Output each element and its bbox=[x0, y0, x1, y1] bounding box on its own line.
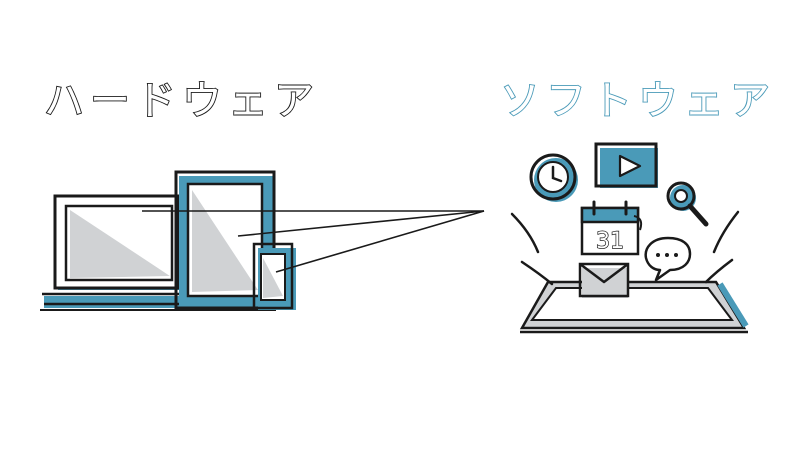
hardware-label: ハードウェア bbox=[43, 77, 320, 125]
clock-icon bbox=[529, 153, 578, 202]
mail-icon bbox=[578, 262, 630, 298]
chat-bubble-icon bbox=[644, 236, 692, 282]
calendar-day: 31 bbox=[596, 229, 624, 254]
software-label: ソフトウェア bbox=[499, 77, 776, 125]
smartphone-icon bbox=[252, 242, 296, 310]
search-icon bbox=[666, 181, 709, 227]
device-screen-icon bbox=[519, 280, 749, 334]
video-play-icon bbox=[594, 142, 658, 188]
calendar-icon: 31 bbox=[580, 200, 643, 256]
burst-lines bbox=[510, 210, 740, 286]
connector-lines bbox=[142, 210, 485, 273]
laptop-icon bbox=[40, 194, 186, 311]
